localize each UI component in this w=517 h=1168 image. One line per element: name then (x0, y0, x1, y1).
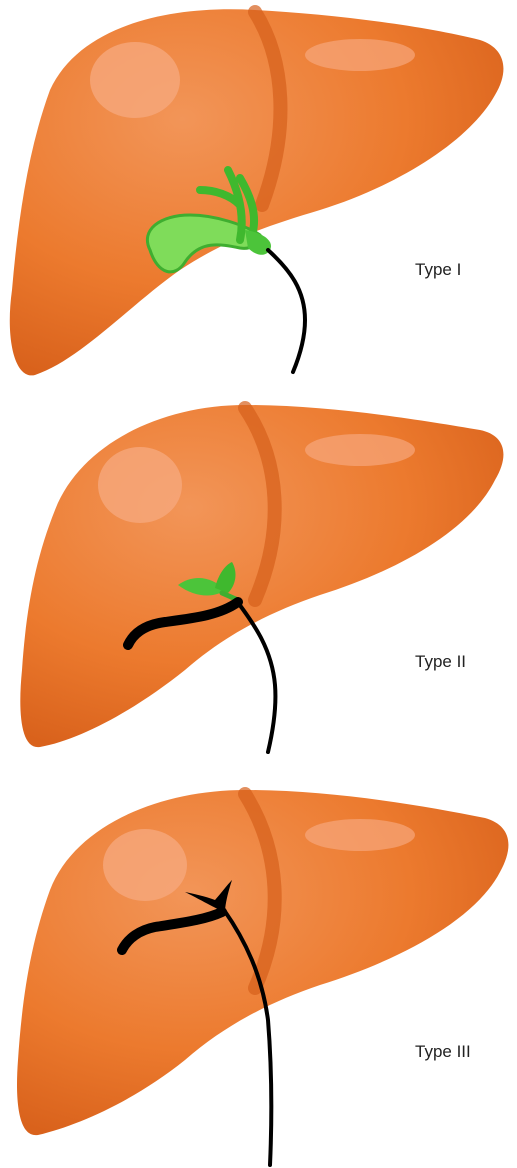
liver-illustration-type-3 (0, 780, 517, 1168)
type-label: Type II (415, 652, 466, 672)
liver-highlight-right (305, 434, 415, 466)
liver-highlight-right (305, 39, 415, 71)
type-label: Type III (415, 1042, 471, 1062)
type-label: Type I (415, 260, 461, 280)
liver-highlight-right (305, 819, 415, 851)
panel-type-1: Type I (0, 0, 517, 385)
liver-highlight (103, 829, 187, 901)
panel-type-3: Type III (0, 780, 517, 1165)
liver-highlight (90, 42, 180, 118)
liver-shape (10, 9, 504, 375)
panel-type-2: Type II (0, 390, 517, 775)
liver-illustration-type-2 (0, 390, 517, 775)
common-bile-duct (268, 250, 305, 372)
liver-illustration-type-1 (0, 0, 517, 385)
liver-highlight (98, 447, 182, 523)
